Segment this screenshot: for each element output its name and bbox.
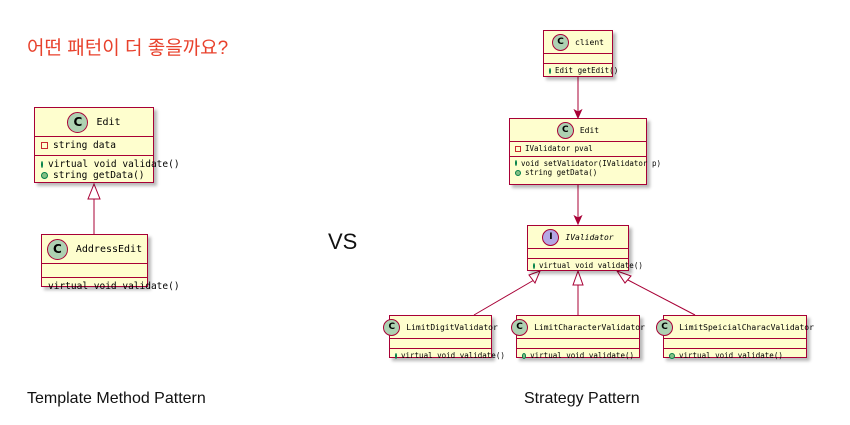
realization-arrowhead-special (615, 270, 632, 284)
class-client: C client Edit getEdit() (543, 30, 618, 78)
field-row: string data (41, 140, 147, 152)
association-arrowhead-client-edit (573, 108, 583, 120)
class-header: C Edit (35, 108, 153, 136)
method-row: virtual void validate() (41, 159, 180, 171)
private-marker-icon (41, 142, 48, 150)
class-badge-icon: C (656, 318, 674, 336)
caption-template-method: Template Method Pattern (27, 390, 206, 407)
methods-section: virtual void validate() (42, 277, 180, 296)
methods-section: virtual void validate() (528, 258, 643, 273)
fields-section: IValidator pval (510, 141, 646, 156)
method-text: virtual void validate() (48, 281, 180, 293)
method-row: string getData() (41, 170, 147, 182)
public-marker-icon (41, 160, 43, 168)
method-text: virtual void validate() (530, 351, 634, 361)
class-name: LimitSpeicialCharacValidator (679, 322, 814, 332)
class-name: LimitDigitValidator (406, 322, 498, 332)
method-text: Edit getEdit() (555, 66, 619, 76)
inheritance-arrowhead (87, 182, 101, 200)
methods-section: void setValidator(IValidator p) string g… (510, 155, 661, 180)
fields-section (517, 338, 639, 348)
method-text: string getData() (53, 170, 145, 182)
fields-section (42, 263, 147, 277)
public-marker-icon (515, 160, 517, 167)
public-marker-icon (41, 172, 48, 180)
public-marker-icon (515, 169, 521, 176)
method-text: virtual void validate() (401, 351, 505, 361)
private-marker-icon (515, 145, 521, 152)
method-text: void setValidator(IValidator p) (521, 158, 661, 168)
class-header: C LimitDigitValidator (383, 316, 498, 338)
field-text: IValidator pval (525, 144, 593, 154)
method-row: Edit getEdit() (549, 66, 618, 76)
method-row: virtual void validate() (533, 261, 643, 271)
methods-section: virtual void validate() (664, 348, 806, 363)
class-limitdigitvalidator: C LimitDigitValidator virtual void valid… (383, 315, 505, 360)
class-limitcharactervalidator: C LimitCharacterValidator virtual void v… (511, 315, 645, 360)
realization-arrowhead-character (572, 269, 584, 286)
fields-section (544, 53, 612, 63)
vs-label: VS (328, 229, 358, 254)
method-row: string getData() (515, 168, 641, 178)
class-name: AddressEdit (75, 243, 143, 255)
method-row: virtual void validate() (669, 351, 801, 361)
fields-section (390, 338, 491, 348)
method-row: virtual void validate() (395, 351, 505, 361)
class-badge-icon: C (552, 33, 570, 51)
methods-section: virtual void validate() (517, 348, 639, 363)
class-edit-template: C Edit string data virtual void validate… (34, 107, 180, 185)
class-badge-icon: C (556, 121, 574, 139)
class-badge-icon: C (383, 318, 401, 336)
method-text: string getData() (525, 168, 598, 178)
fields-section: string data (35, 136, 153, 155)
class-badge-icon: C (46, 238, 68, 260)
class-edit-strategy: C Edit IValidator pval void setValidator… (509, 118, 661, 185)
caption-strategy: Strategy Pattern (524, 390, 640, 407)
method-text: virtual void validate() (679, 351, 783, 361)
public-marker-icon (395, 352, 397, 359)
method-row: void setValidator(IValidator p) (515, 159, 661, 169)
interface-badge-icon: I (542, 228, 560, 246)
field-text: string data (53, 140, 116, 152)
methods-section: virtual void validate() (390, 348, 505, 363)
methods-section: Edit getEdit() (544, 63, 618, 78)
method-row: virtual void validate() (48, 281, 180, 293)
association-arrowhead-edit-ivalidator (573, 214, 583, 226)
method-text: virtual void validate() (48, 158, 180, 170)
class-header: C client (544, 31, 612, 53)
realization-line-digit (473, 279, 535, 316)
class-header: C LimitCharacterValidator (511, 316, 645, 338)
realization-line-special (627, 279, 696, 316)
public-marker-icon (522, 352, 527, 359)
class-name: Edit (579, 125, 600, 135)
class-header: C AddressEdit (42, 235, 147, 263)
method-row: virtual void validate() (522, 351, 634, 361)
field-row: IValidator pval (515, 144, 641, 154)
public-marker-icon (549, 67, 551, 74)
class-limitspecialcharacvalidator: C LimitSpeicialCharacValidator virtual v… (656, 315, 814, 360)
method-text: virtual void validate() (539, 261, 643, 271)
class-name: LimitCharacterValidator (534, 322, 645, 332)
class-header: C Edit (510, 119, 646, 141)
interface-ivalidator: I IValidator virtual void validate() (527, 225, 643, 273)
question-title: 어떤 패턴이 더 좋을까요? (27, 38, 229, 59)
class-addressedit: C AddressEdit virtual void validate() (41, 234, 180, 292)
class-name: client (575, 37, 604, 47)
class-badge-icon: C (67, 111, 89, 133)
public-marker-icon (669, 352, 675, 359)
public-marker-icon (533, 262, 535, 269)
interface-name: IValidator (565, 232, 614, 242)
class-header: C LimitSpeicialCharacValidator (656, 316, 814, 338)
class-badge-icon: C (511, 318, 529, 336)
class-name: Edit (96, 116, 121, 128)
fields-section (528, 248, 628, 258)
class-header: I IValidator (528, 226, 628, 248)
realization-arrowhead-digit (528, 270, 541, 284)
methods-section: virtual void validate() string getData() (35, 154, 180, 185)
fields-section (664, 338, 806, 348)
